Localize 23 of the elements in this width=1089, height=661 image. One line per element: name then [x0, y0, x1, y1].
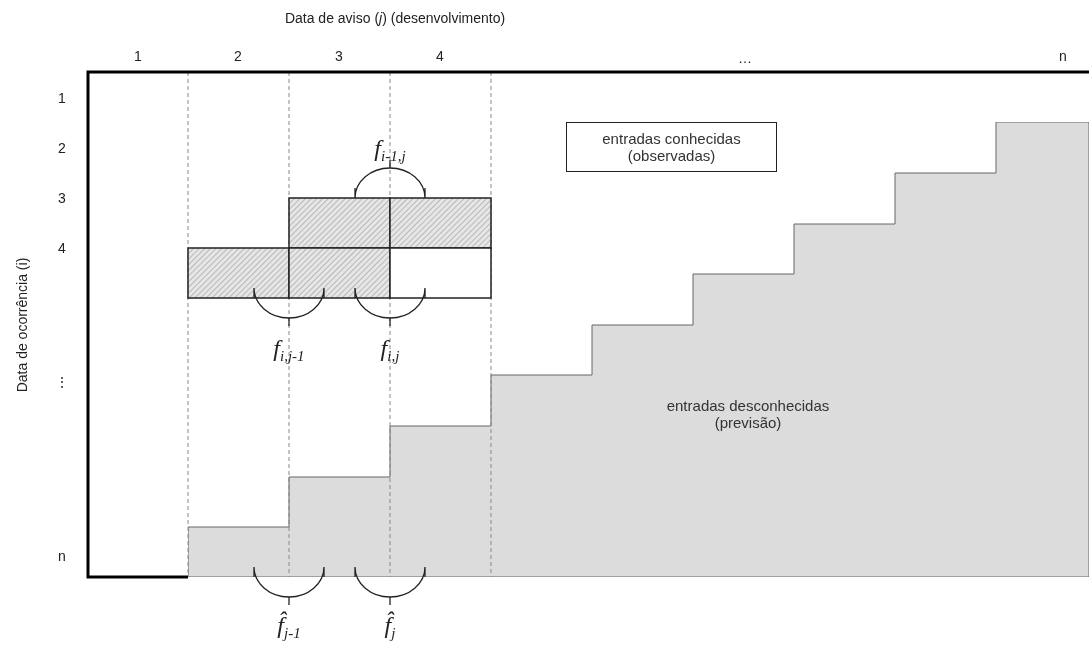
- staircase-region: [188, 122, 1089, 577]
- factor-label: f$_{i,j}$: [380, 334, 400, 366]
- axis-title: Data de aviso (j) (desenvolvimento): [284, 10, 506, 26]
- factor-label: f$_{i,j-1}$: [273, 334, 305, 366]
- row-ellipsis: ⋮: [55, 374, 69, 390]
- axis-title: Data de ocorrência (i): [14, 257, 30, 393]
- row-number: 4: [58, 240, 66, 256]
- column-number: 1: [134, 48, 142, 64]
- factor-label: f$_{i-1,j}$: [374, 134, 406, 166]
- column-number: 2: [234, 48, 242, 64]
- legend-box: [566, 122, 777, 172]
- row-number: 2: [58, 140, 66, 156]
- estimate-label: f̂$_{j}$: [384, 611, 396, 643]
- column-ellipsis: …: [738, 50, 752, 66]
- estimate-label: f̂$_{j-1}$: [277, 611, 301, 643]
- column-number: n: [1059, 48, 1067, 64]
- box-text: entradas conhecidas (observadas): [601, 130, 742, 164]
- region-text: entradas desconhecidas (previsão): [665, 397, 831, 431]
- column-number: 3: [335, 48, 343, 64]
- row-number: 3: [58, 190, 66, 206]
- row-number: n: [58, 548, 66, 564]
- row-number: 1: [58, 90, 66, 106]
- column-number: 4: [436, 48, 444, 64]
